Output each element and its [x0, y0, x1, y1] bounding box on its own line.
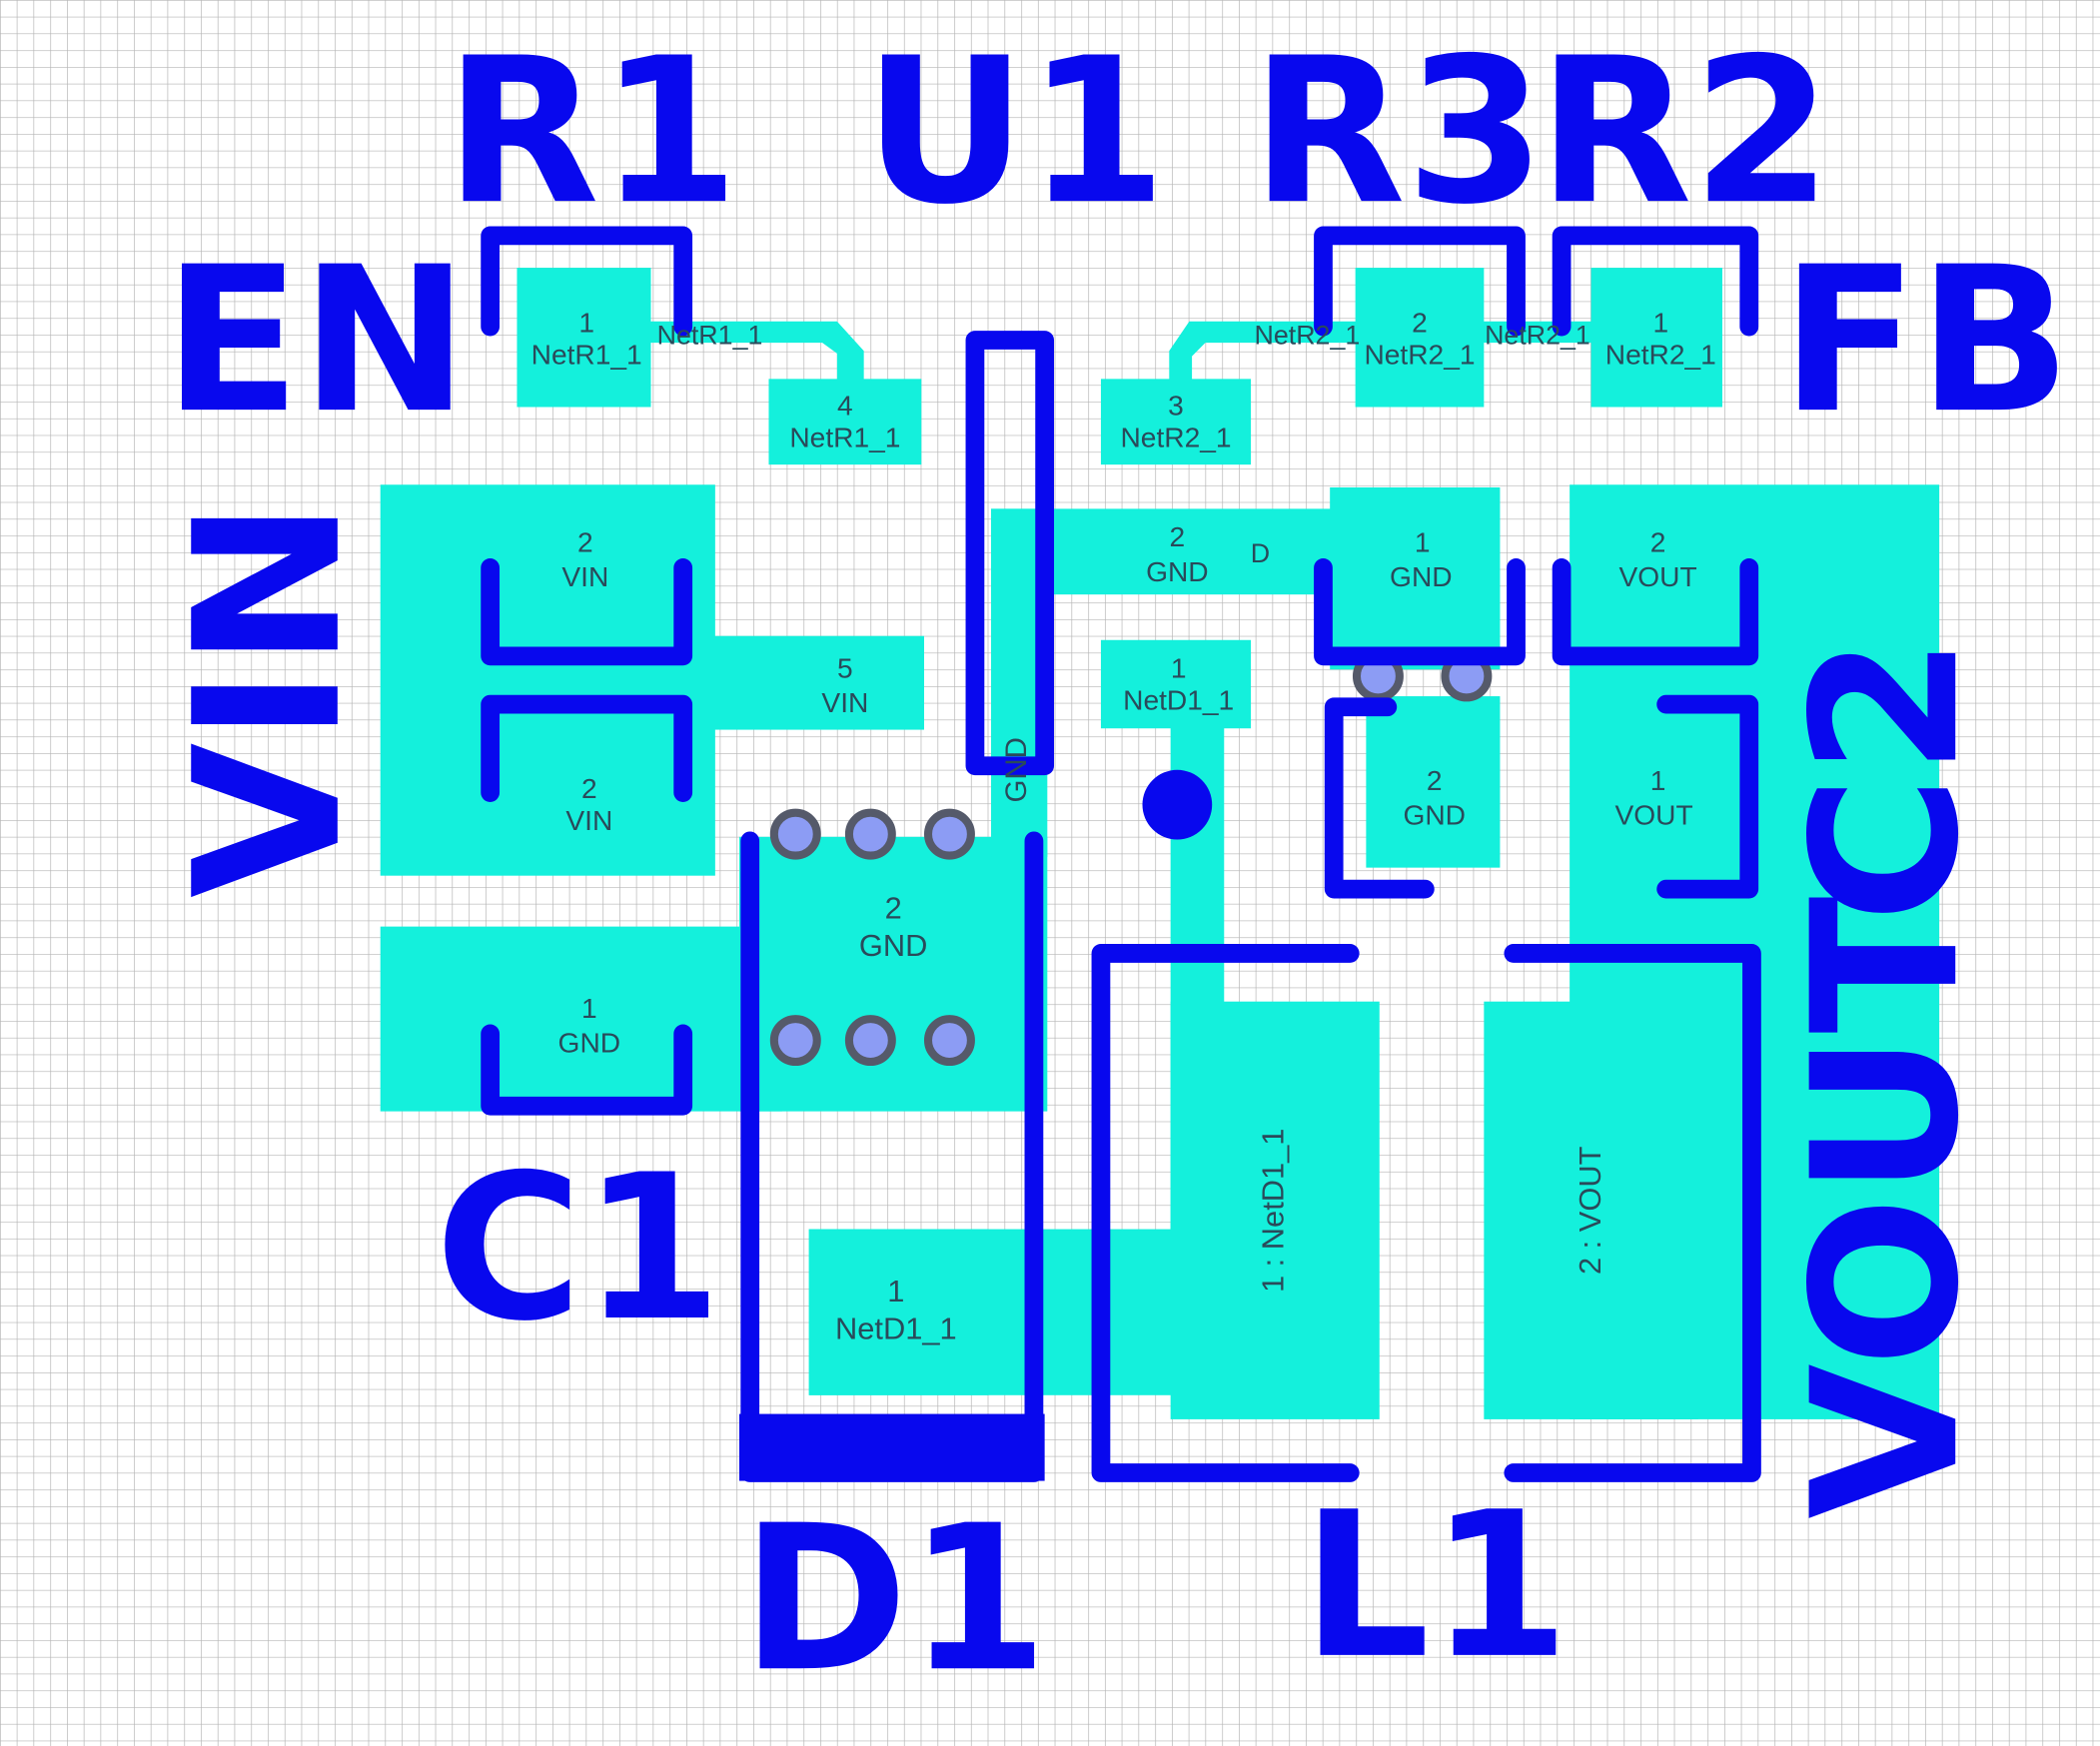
pour-gnd-c1[interactable] — [380, 926, 782, 1112]
outline-r2 — [1552, 226, 1759, 337]
pad-number: 1 — [578, 307, 594, 338]
pad-net: VOUT — [1615, 800, 1693, 831]
pad-net: NetD1_1 — [1123, 684, 1234, 715]
outline-c2-top — [1552, 557, 1759, 666]
outline-l1-left — [1091, 944, 1360, 1482]
trace-netr1[interactable] — [629, 321, 864, 403]
outline-r1 — [481, 226, 693, 337]
refdes-r2: R2 — [1538, 15, 1832, 249]
via[interactable] — [769, 808, 821, 860]
pad-net: NetR2_1 — [1364, 340, 1475, 371]
pad-net: GND — [558, 1028, 621, 1059]
outline-r3-gnd-top — [1314, 557, 1526, 666]
pad-l1-2-label: 2 : VOUT — [1573, 1146, 1607, 1275]
pad-r3b-gnd[interactable] — [1366, 696, 1501, 868]
outline-cin-bottom — [481, 694, 693, 802]
pad-net: NetR1_1 — [531, 340, 642, 371]
via[interactable] — [923, 1015, 975, 1067]
pad-r2-1[interactable] — [1590, 268, 1722, 408]
pad-number: 2 — [577, 526, 593, 557]
trace-label: NetR2_1 — [1255, 321, 1361, 351]
pad-net: NetR2_1 — [1120, 423, 1231, 453]
pad-net: NetR2_1 — [1605, 340, 1716, 371]
pad-net: NetR1_1 — [789, 423, 900, 453]
outline-cin-top — [481, 557, 693, 666]
pad-number: 1 — [1652, 307, 1668, 338]
pad-l1-1[interactable] — [1170, 1001, 1380, 1419]
pad-number: 2 — [885, 891, 902, 926]
trace-label: D — [1251, 538, 1270, 568]
via[interactable] — [769, 1015, 821, 1067]
pad-number: 1 — [1650, 765, 1666, 796]
pad-net: NetD1_1 — [835, 1310, 957, 1345]
pad-number: 2 — [1412, 307, 1428, 338]
pour-vin[interactable] — [380, 484, 715, 876]
trace-label: GND — [1000, 737, 1033, 803]
pad-number: 2 — [581, 773, 597, 804]
pour-gnd-d1[interactable] — [738, 836, 1048, 1112]
pad-r1-1[interactable] — [517, 268, 651, 408]
pad-r3-2[interactable] — [1355, 268, 1485, 408]
outline-r3-gnd-bottom — [1324, 697, 1435, 899]
outline-u1 — [965, 331, 1055, 776]
trace-netr2[interactable] — [1169, 321, 1600, 403]
trace-label: NetR1_1 — [657, 321, 763, 351]
pad-u1-4[interactable] — [768, 379, 922, 465]
outline-c1 — [481, 1024, 693, 1116]
net-label-vout: VOUT — [1769, 896, 2003, 1518]
pad-net: VIN — [561, 561, 608, 592]
via[interactable] — [844, 808, 896, 860]
via[interactable] — [923, 808, 975, 860]
net-label-fb: FB — [1780, 224, 2071, 457]
pad-r3-gnd[interactable] — [1330, 486, 1501, 670]
pad-net: VIN — [821, 687, 868, 718]
trace-label: NetR2_1 — [1485, 321, 1590, 351]
pad-d1-1[interactable] — [808, 1229, 989, 1395]
pad-net: GND — [1146, 556, 1209, 587]
pad-u1-3[interactable] — [1100, 379, 1252, 465]
pad-number: 2 — [1650, 526, 1666, 557]
pad-l1-1-label: 1 : NetD1_1 — [1255, 1129, 1290, 1294]
refdes-l1: L1 — [1302, 1469, 1570, 1703]
pad-net: VOUT — [1619, 561, 1697, 592]
pad-u1-1[interactable] — [1100, 639, 1252, 729]
pad-number: 1 — [1415, 526, 1431, 557]
pad-number: 2 — [1170, 521, 1186, 552]
refdes-c2: C2 — [1769, 635, 2003, 922]
pad-number: 2 — [1427, 765, 1443, 796]
outline-r3 — [1314, 226, 1526, 337]
pad-number: 4 — [837, 391, 853, 422]
refdes-r3: R3 — [1251, 15, 1546, 249]
refdes-d1: D1 — [741, 1482, 1048, 1716]
pad-number: 5 — [837, 652, 853, 683]
net-label-vin: VIN — [152, 499, 386, 898]
pad-net: GND — [1403, 800, 1466, 831]
net-label-en: EN — [164, 224, 470, 457]
refdes-r1: R1 — [445, 15, 739, 249]
pad-number: 1 — [581, 993, 597, 1024]
pad-u1-5[interactable] — [696, 635, 924, 730]
d1-cathode-band — [738, 1413, 1045, 1481]
pad-net: GND — [1390, 561, 1453, 592]
pad-net: VIN — [565, 805, 612, 836]
refdes-c1: C1 — [435, 1132, 721, 1365]
pad-l1-2[interactable] — [1484, 1001, 1698, 1419]
outline-c2-bottom — [1656, 694, 1759, 899]
outline-l1-right — [1504, 944, 1761, 1482]
u1-pin1-marker — [1142, 769, 1213, 840]
pad-number: 3 — [1168, 391, 1184, 422]
pad-number: 1 — [887, 1274, 904, 1309]
via[interactable] — [844, 1015, 896, 1067]
refdes-u1: U1 — [864, 15, 1167, 249]
pad-number: 1 — [1171, 652, 1187, 683]
pad-net: GND — [859, 928, 928, 963]
